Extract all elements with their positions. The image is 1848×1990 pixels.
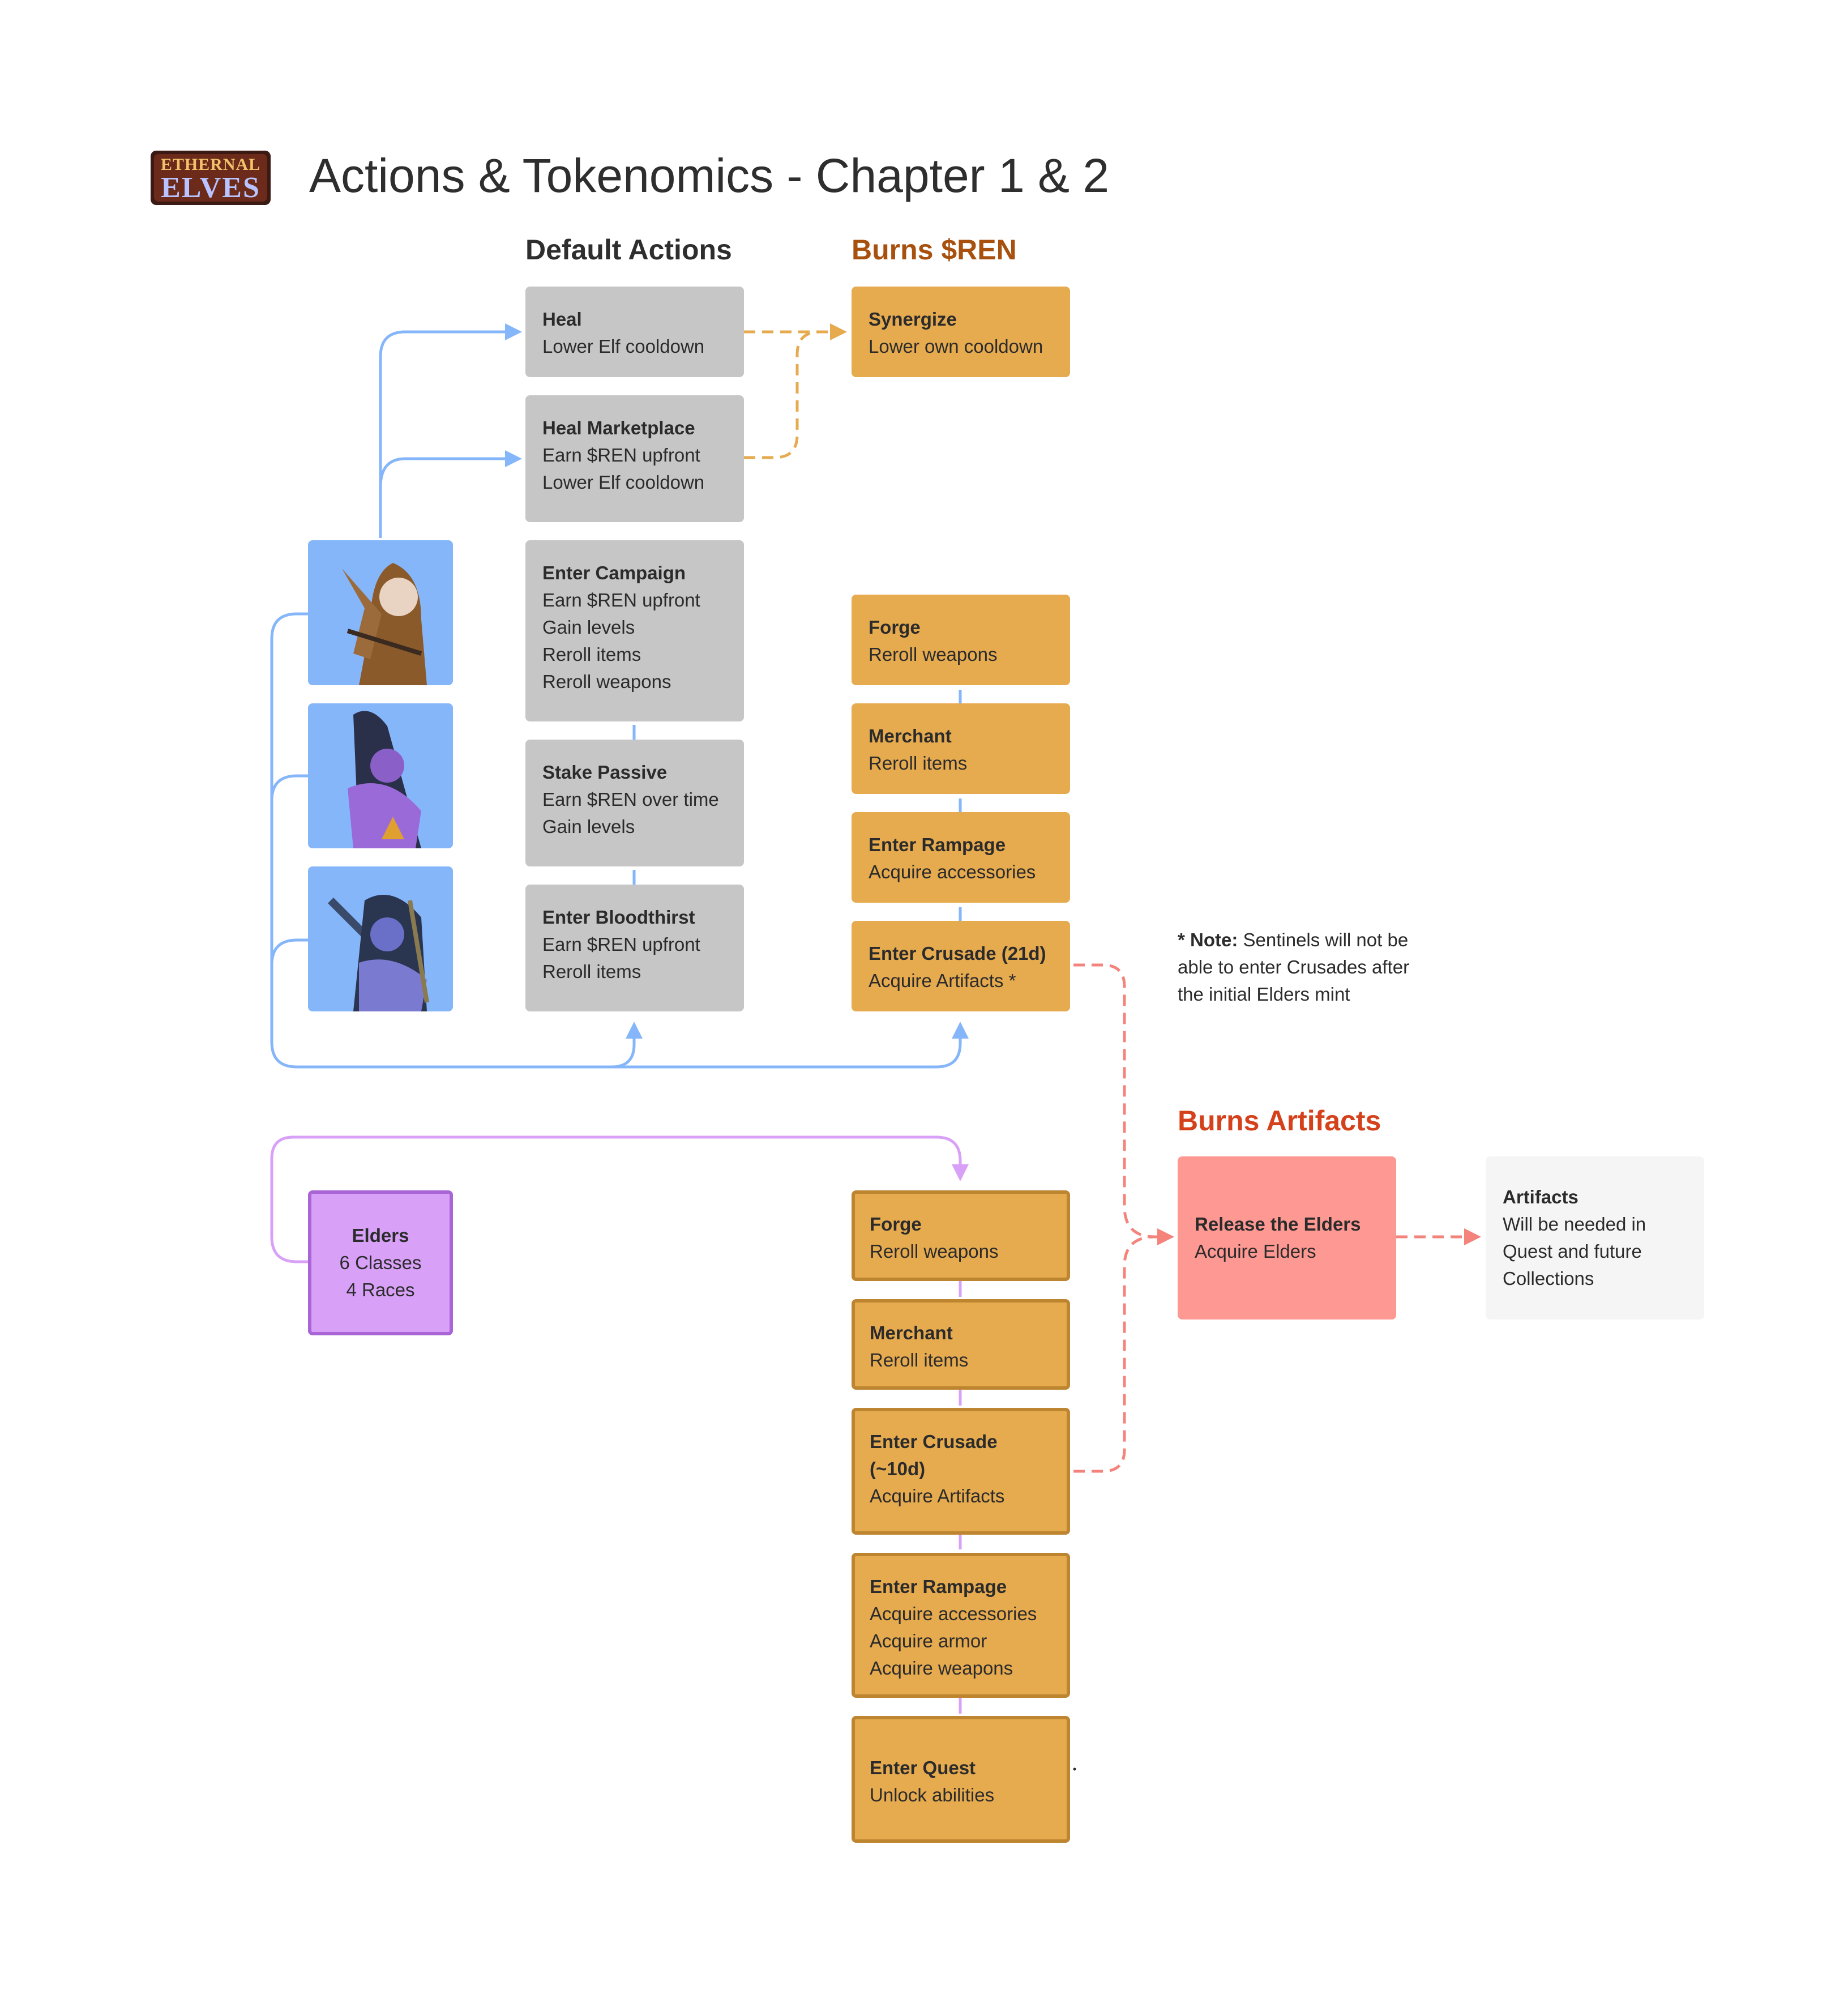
action-forge[interactable]: Forge Reroll weapons (852, 595, 1070, 685)
stray-dot (1073, 1767, 1076, 1771)
section-burns-ren: Burns $REN (852, 234, 1017, 266)
action-enter-bloodthirst[interactable]: Enter Bloodthirst Earn $REN upfront Rero… (525, 885, 744, 1011)
action-line: Reroll items (542, 961, 641, 982)
elders-action-enter-crusade[interactable]: Enter Crusade (~10d) Acquire Artifacts (852, 1408, 1070, 1535)
elf-druid-avatar (308, 703, 453, 848)
action-line: Acquire accessories (870, 1603, 1037, 1624)
action-line: Acquire Artifacts * (869, 970, 1016, 991)
action-heal[interactable]: Heal Lower Elf cooldown (525, 287, 744, 377)
action-title: Forge (870, 1214, 922, 1235)
action-enter-campaign[interactable]: Enter Campaign Earn $REN upfront Gain le… (525, 540, 744, 721)
ethernal-elves-logo: ETHERNAL ELVES (146, 146, 275, 210)
action-line: Reroll items (870, 1350, 969, 1370)
action-title: Enter Crusade (870, 1431, 998, 1452)
action-title: Enter Bloodthirst (542, 907, 695, 928)
action-line: Lower Elf cooldown (542, 336, 705, 357)
logo-line1: ETHERNAL (160, 155, 261, 174)
action-title: Merchant (869, 725, 952, 746)
action-line: Unlock abilities (870, 1784, 995, 1805)
action-title: Heal Marketplace (542, 417, 695, 438)
action-line: Reroll items (542, 644, 641, 665)
elders-action-enter-rampage[interactable]: Enter Rampage Acquire accessories Acquir… (852, 1553, 1070, 1698)
action-line: Reroll weapons (869, 644, 998, 665)
action-line: Lower own cooldown (869, 336, 1043, 357)
action-line: Acquire Artifacts (870, 1485, 1005, 1506)
release-line: Acquire Elders (1195, 1241, 1316, 1262)
elders-box[interactable]: Elders 6 Classes 4 Races (308, 1190, 453, 1335)
elders-action-merchant[interactable]: Merchant Reroll items (852, 1299, 1070, 1390)
logo-line2: ELVES (161, 172, 260, 204)
artifacts-title: Artifacts (1503, 1186, 1578, 1207)
action-line: Earn $REN upfront (542, 445, 700, 466)
release-the-elders[interactable]: Release the Elders Acquire Elders (1178, 1156, 1396, 1319)
action-enter-crusade-21d[interactable]: Enter Crusade (21d) Acquire Artifacts * (852, 921, 1070, 1011)
action-line: Reroll weapons (870, 1241, 999, 1262)
artifacts-line: Quest and future (1503, 1241, 1642, 1262)
action-line: Reroll weapons (542, 671, 671, 692)
action-title: Stake Passive (542, 762, 668, 783)
action-line: Gain levels (542, 816, 635, 837)
action-title: Enter Rampage (870, 1576, 1007, 1597)
action-enter-rampage[interactable]: Enter Rampage Acquire accessories (852, 812, 1070, 903)
note-text: Sentinels will not be able to enter Crus… (1178, 929, 1410, 1005)
action-line: Reroll items (869, 753, 968, 774)
elders-action-forge[interactable]: Forge Reroll weapons (852, 1190, 1070, 1281)
artifacts-line: Collections (1503, 1268, 1594, 1289)
elders-line: 4 Races (346, 1279, 415, 1300)
action-stake-passive[interactable]: Stake Passive Earn $REN over time Gain l… (525, 740, 744, 866)
action-line: Earn $REN upfront (542, 590, 700, 610)
action-synergize[interactable]: Synergize Lower own cooldown (852, 287, 1070, 377)
elders-line: 6 Classes (339, 1252, 422, 1273)
artifacts-info: Artifacts Will be needed in Quest and fu… (1486, 1156, 1704, 1319)
orange-connector-synergize (744, 323, 847, 459)
artifacts-line: Will be needed in (1503, 1214, 1646, 1235)
action-line: Gain levels (542, 617, 635, 638)
action-title: Merchant (870, 1322, 953, 1343)
note-bold: * Note: (1178, 929, 1238, 950)
action-line: Lower Elf cooldown (542, 472, 705, 493)
elf-ranger-avatar (308, 540, 453, 685)
action-title: Synergize (869, 309, 957, 330)
red-connector-release (1073, 963, 1481, 1473)
action-title: Enter Crusade (21d) (869, 943, 1046, 964)
action-title-2: (~10d) (870, 1458, 926, 1479)
page-title: Actions & Tokenomics - Chapter 1 & 2 (309, 149, 1110, 202)
action-title: Enter Campaign (542, 562, 686, 583)
action-title: Enter Rampage (869, 834, 1006, 855)
elders-title: Elders (352, 1225, 409, 1246)
action-title: Forge (869, 617, 921, 638)
action-line: Acquire weapons (870, 1658, 1013, 1679)
blue-connector-bottom (270, 612, 969, 1069)
elders-action-enter-quest[interactable]: Enter Quest Unlock abilities (852, 1716, 1070, 1843)
action-title: Enter Quest (870, 1757, 976, 1778)
action-line: Earn $REN over time (542, 789, 719, 810)
action-heal-marketplace[interactable]: Heal Marketplace Earn $REN upfront Lower… (525, 395, 744, 522)
action-merchant[interactable]: Merchant Reroll items (852, 703, 1070, 794)
blue-connector-heal (379, 323, 522, 538)
crusade-note: * Note: Sentinels will not be able to en… (1178, 926, 1438, 1008)
release-title: Release the Elders (1195, 1214, 1361, 1235)
purple-connector-elders (270, 1135, 969, 1714)
action-line: Acquire accessories (869, 861, 1036, 882)
action-title: Heal (542, 309, 582, 330)
elf-warrior-avatar (308, 866, 453, 1011)
action-line: Acquire armor (870, 1630, 987, 1651)
section-burns-artifacts: Burns Artifacts (1178, 1105, 1381, 1137)
action-line: Earn $REN upfront (542, 934, 700, 955)
section-default-actions: Default Actions (525, 234, 732, 266)
